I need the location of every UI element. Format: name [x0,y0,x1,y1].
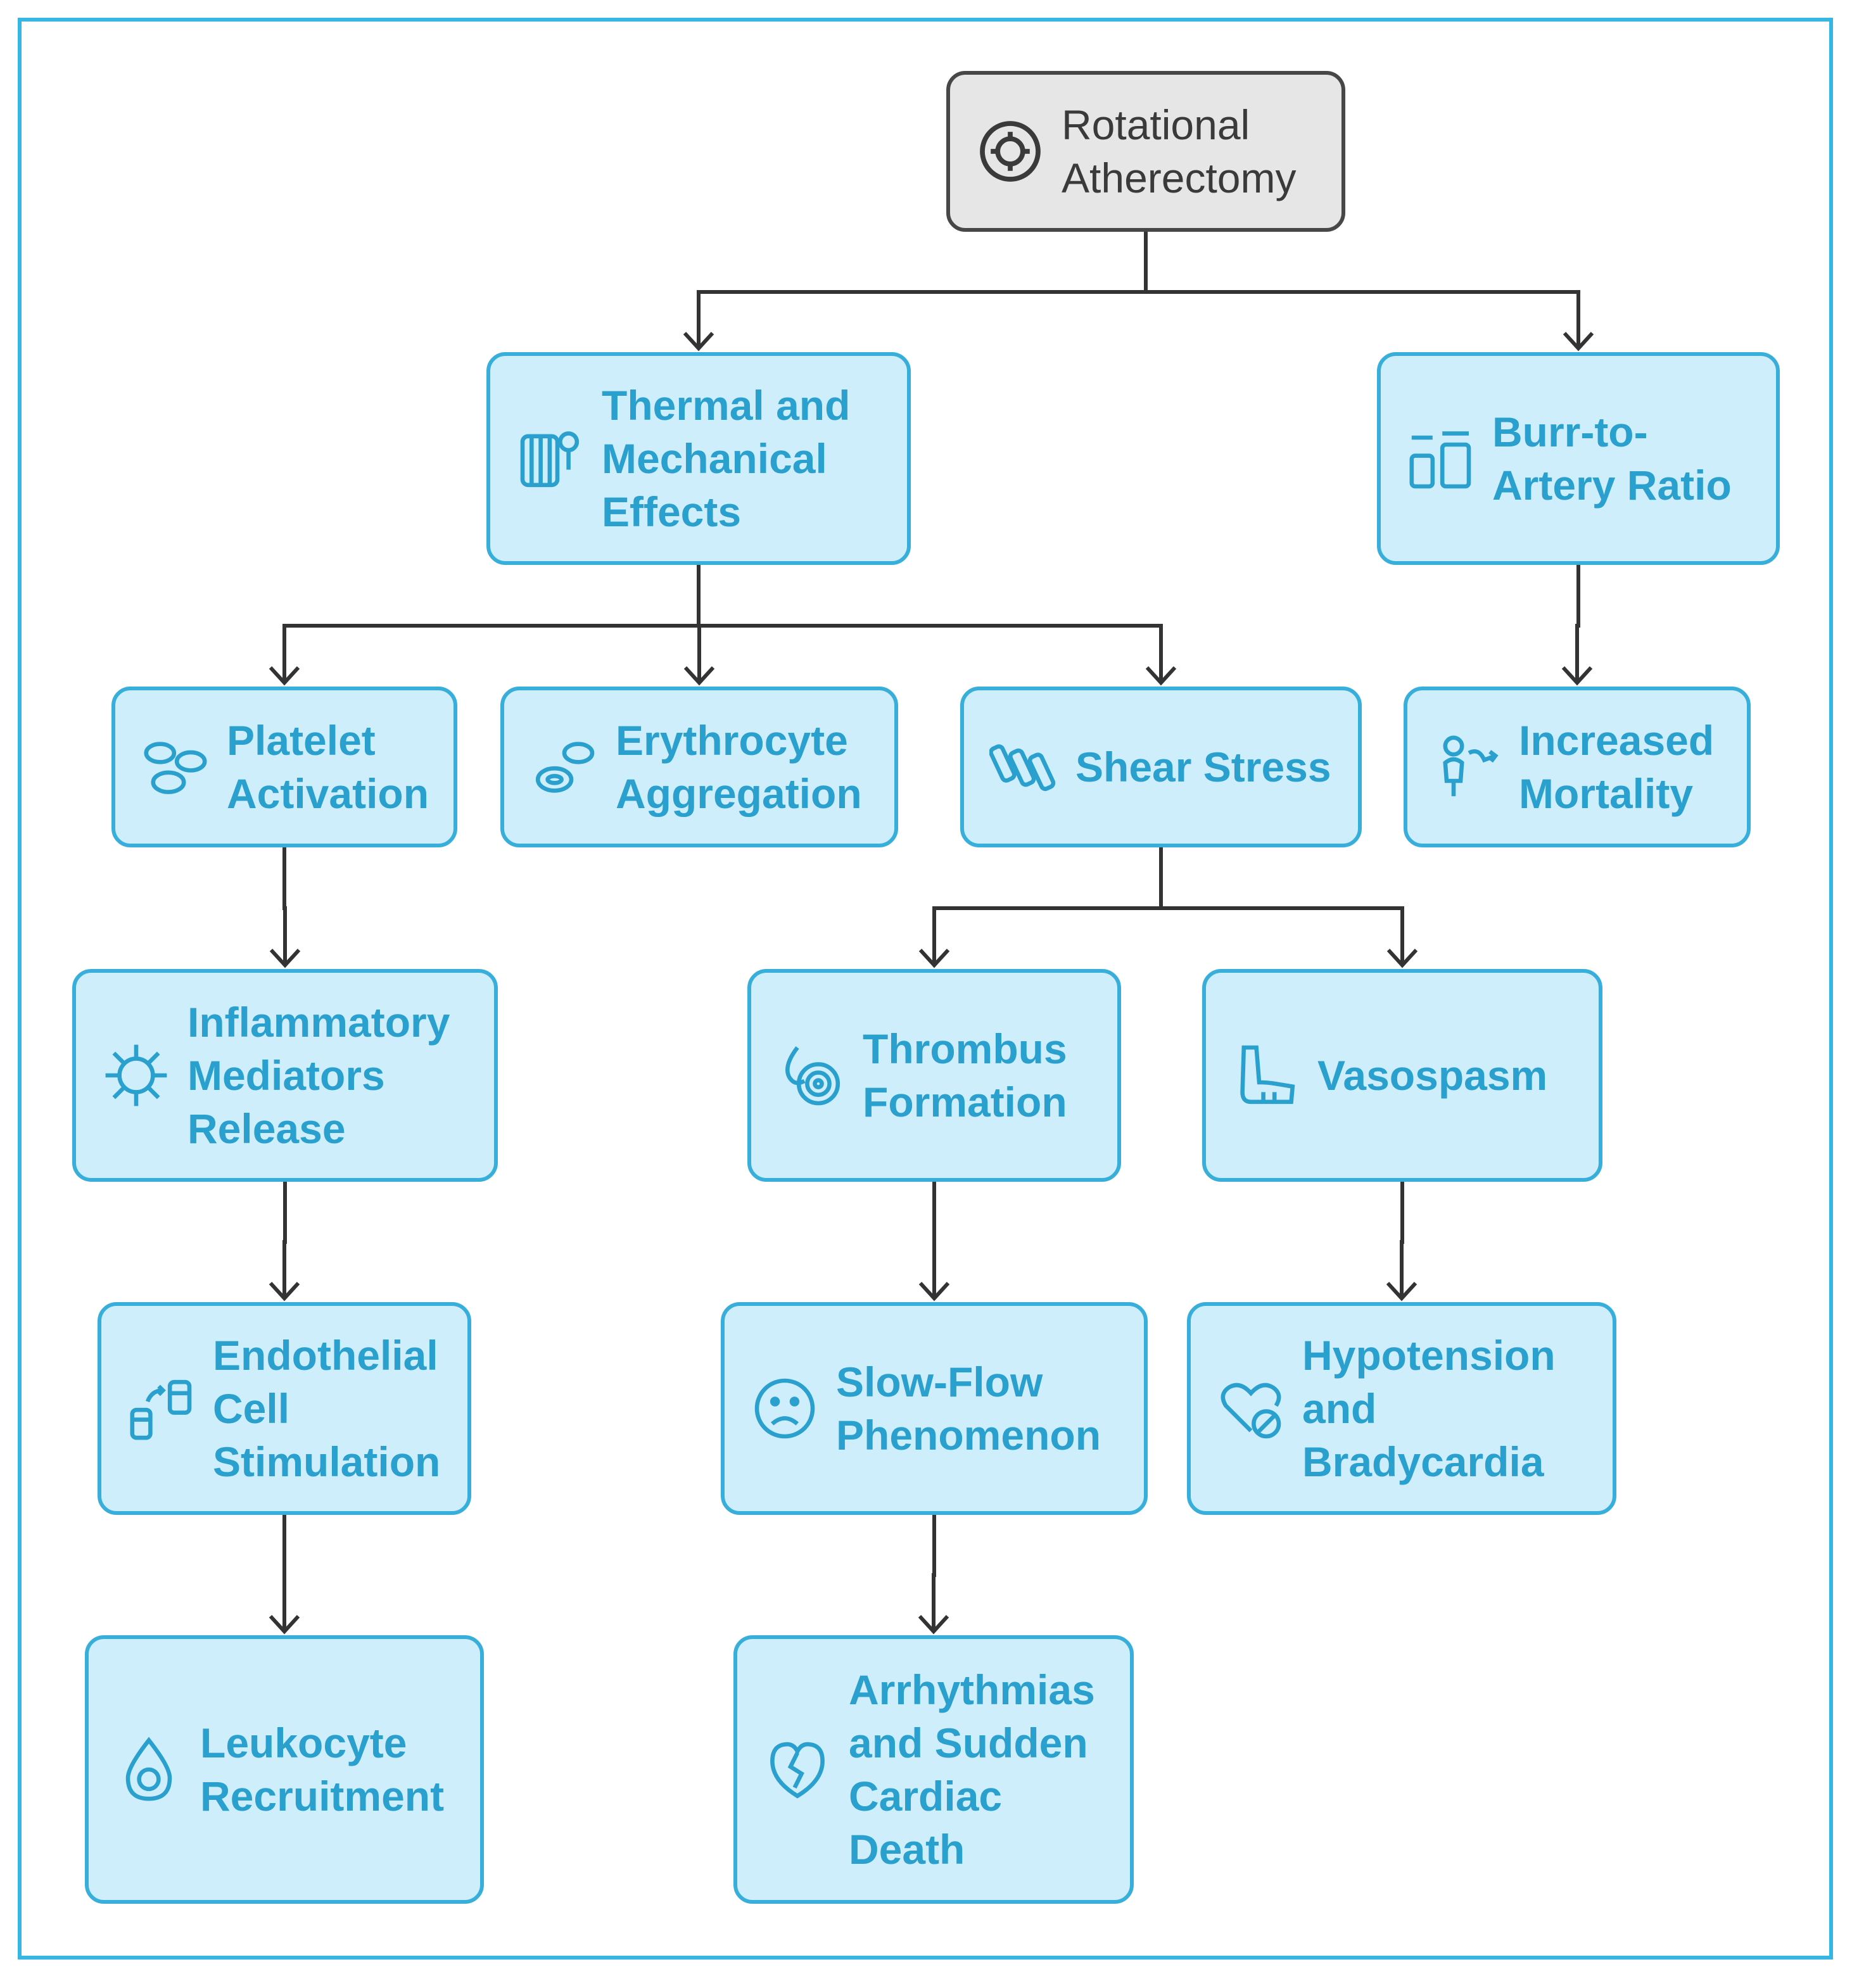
shear-stress-icon [989,732,1059,802]
arrowhead-thermal [683,331,714,351]
ratio-icon [1406,424,1476,493]
edge-root-burr [1144,232,1580,348]
node-label: Shear Stress [1075,744,1331,790]
thrombus-icon [777,1041,846,1110]
node-label: Inflammatory Mediators Release [187,999,450,1152]
edge-shear-vasospasm [1159,847,1404,965]
node-inflammatory-mediators-release: Inflammatory Mediators Release [72,969,498,1182]
arrowhead-slowflow [918,1281,950,1301]
node-label: Arrhythmias and Sudden Cardiac Death [849,1666,1095,1873]
node-label: Burr-to-Artery Ratio [1492,408,1732,509]
sad-face-icon [750,1374,820,1443]
arrowhead-thrombus [918,948,950,968]
node-arrhythmias-sudden-cardiac-death: Arrhythmias and Sudden Cardiac Death [733,1635,1134,1904]
edge-thermal-platelet [282,565,701,683]
node-label: Slow-Flow Phenomenon [836,1358,1101,1459]
thermal-mechanical-icon [516,424,585,493]
edge-thermal-shear [697,565,1163,683]
arrowhead-mortality [1561,666,1593,686]
node-label: Platelet Activation [227,717,429,817]
arrowhead-erythrocyte [683,666,715,686]
heart-off-icon [1216,1374,1286,1443]
node-label: Erythrocyte Aggregation [616,717,862,817]
edge-inflammatory-endothelial [282,1182,287,1298]
node-hypotension-and-bradycardia: Hypotension and Bradycardia [1187,1302,1616,1515]
node-label: Increased Mortality [1519,717,1715,817]
node-label: Thrombus Formation [863,1025,1067,1125]
arrowhead-leukocyte [269,1614,300,1635]
cells-icon [127,1374,196,1443]
gear-icon [975,117,1045,186]
drop-icon [114,1735,184,1804]
node-shear-stress: Shear Stress [960,687,1362,847]
arrowhead-vasospasm [1386,948,1418,968]
vasospasm-icon [1231,1041,1301,1110]
arrowhead-burr [1563,331,1594,351]
node-vasospasm: Vasospasm [1202,969,1602,1182]
node-label: Rotational Atherectomy [1062,101,1297,201]
arrowhead-endothelial [269,1281,300,1301]
platelet-icon [141,732,210,802]
node-rotational-atherectomy: Rotational Atherectomy [946,71,1345,232]
broken-heart-icon [763,1735,832,1804]
node-thermal-mechanical-effects: Thermal and Mechanical Effects [486,352,911,565]
node-label: Leukocyte Recruitment [200,1719,445,1820]
edge-burr-mortality [1575,565,1580,683]
arrowhead-platelet [269,666,300,686]
node-label: Vasospasm [1317,1052,1548,1099]
node-burr-to-artery-ratio: Burr-to-Artery Ratio [1377,352,1780,565]
node-platelet-activation: Platelet Activation [111,687,457,847]
arrowhead-shear [1145,666,1177,686]
node-increased-mortality: Increased Mortality [1404,687,1751,847]
arrowhead-arrhythmias [918,1614,949,1635]
node-leukocyte-recruitment: Leukocyte Recruitment [85,1635,484,1904]
node-label: Thermal and Mechanical Effects [602,382,851,535]
arrowhead-hypotension [1386,1281,1418,1301]
node-erythrocyte-aggregation: Erythrocyte Aggregation [500,687,898,847]
node-thrombus-formation: Thrombus Formation [747,969,1121,1182]
virus-icon [101,1041,171,1110]
mortality-icon [1433,732,1502,802]
node-slow-flow-phenomenon: Slow-Flow Phenomenon [721,1302,1148,1515]
node-label: Endothelial Cell Stimulation [213,1332,441,1485]
edge-platelet-inflammatory [282,847,287,965]
edge-shear-thrombus [932,847,1163,965]
erythrocyte-icon [530,732,599,802]
node-endothelial-cell-stimulation: Endothelial Cell Stimulation [98,1302,471,1515]
edge-root-thermal [697,232,1148,348]
arrowhead-inflammatory [269,948,301,968]
node-label: Hypotension and Bradycardia [1302,1332,1556,1485]
